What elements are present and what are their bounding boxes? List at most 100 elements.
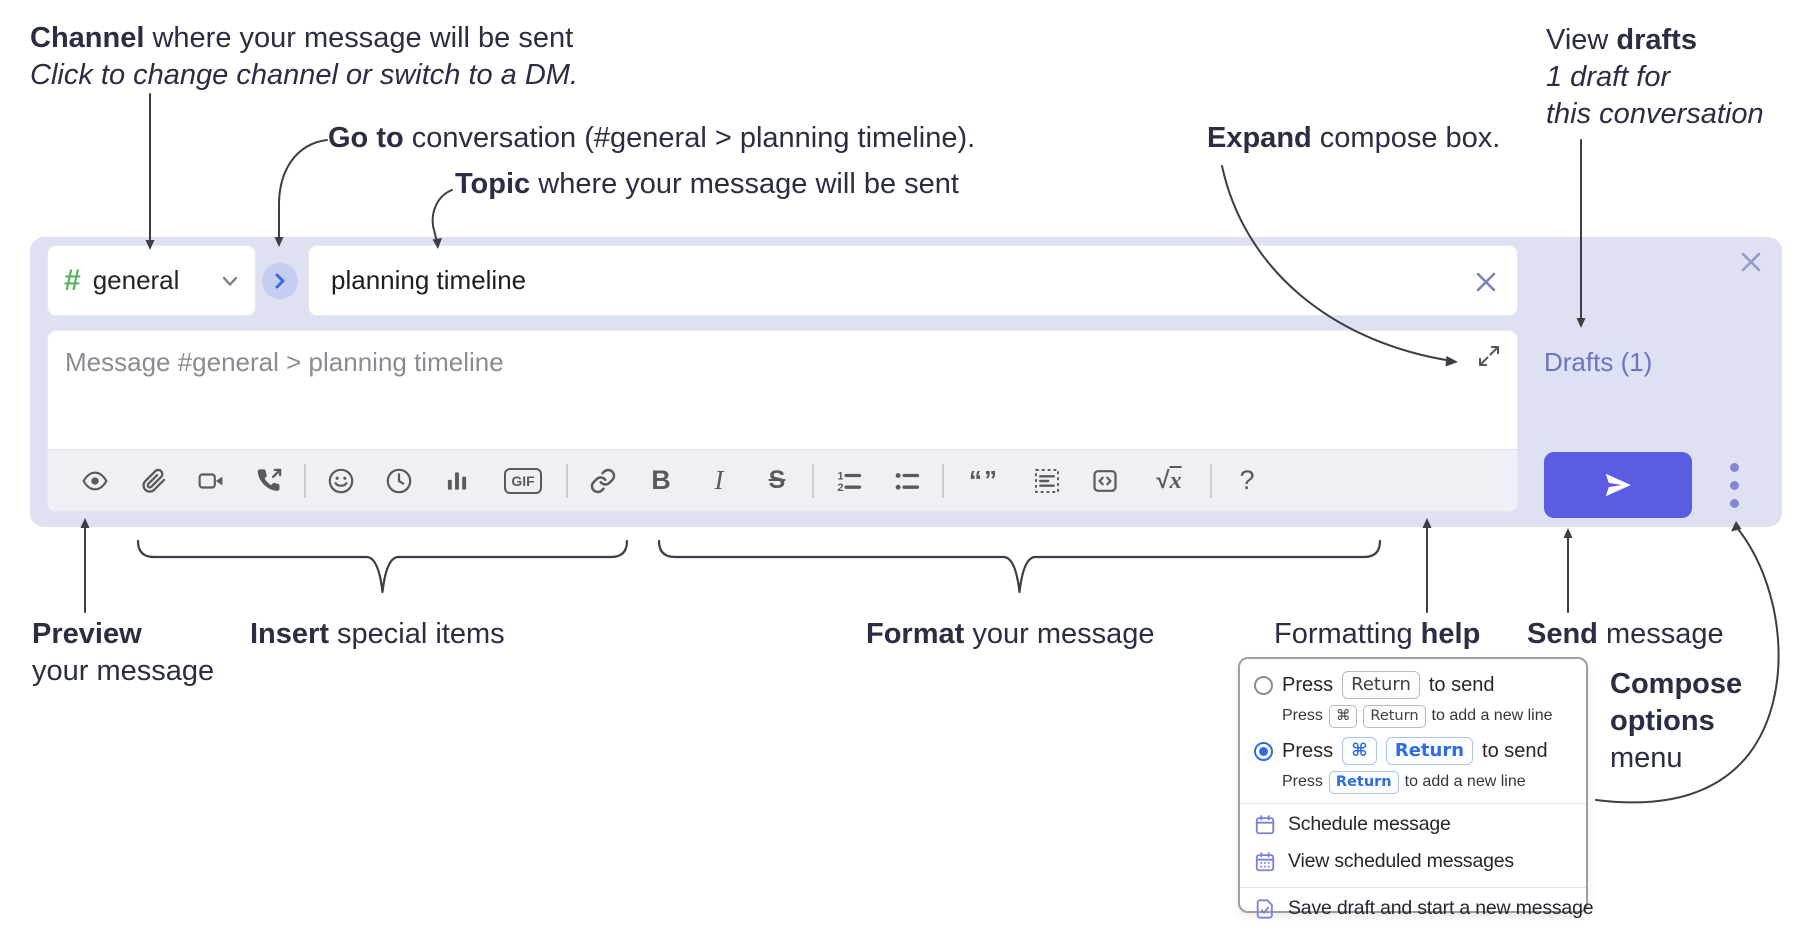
formatting-help-pre: Formatting bbox=[1274, 618, 1421, 650]
menu-item-label: View scheduled messages bbox=[1288, 850, 1514, 872]
option2-tail: to send bbox=[1482, 739, 1548, 762]
poll-button[interactable] bbox=[439, 459, 475, 503]
drafts-annotation-bold: drafts bbox=[1616, 24, 1697, 56]
cmd-keycap: ⌘ bbox=[1328, 704, 1358, 728]
radio-selected[interactable] bbox=[1254, 741, 1273, 761]
expand-annotation-bold: Expand bbox=[1207, 122, 1312, 154]
toolbar-divider bbox=[304, 463, 306, 498]
strikethrough-button[interactable]: S bbox=[759, 459, 795, 503]
toolbar-divider bbox=[812, 463, 814, 498]
goto-annotation-bold: Go to bbox=[328, 122, 404, 154]
channel-selector[interactable]: # general bbox=[47, 245, 256, 316]
message-input[interactable] bbox=[48, 331, 1517, 449]
drafts-annotation-pre: View bbox=[1546, 24, 1617, 56]
expand-icon bbox=[1479, 346, 1499, 366]
option-return-to-send[interactable]: Press Return to send bbox=[1254, 671, 1572, 699]
expand-annotation: Expand compose box. bbox=[1207, 120, 1500, 157]
topic-annotation-rest: where your message will be sent bbox=[530, 168, 959, 200]
compose-box: # general bbox=[30, 237, 1782, 527]
hash-icon: # bbox=[64, 263, 81, 297]
kebab-dot bbox=[1729, 462, 1739, 472]
eye-icon bbox=[82, 471, 108, 490]
preview-button[interactable] bbox=[77, 459, 113, 503]
bulleted-list-icon bbox=[895, 472, 920, 490]
topic-field-wrap bbox=[308, 245, 1518, 316]
bulleted-list-button[interactable] bbox=[889, 459, 925, 503]
menu-item-schedule-message[interactable]: Schedule message bbox=[1254, 808, 1572, 841]
drafts-annotation-line3: this conversation bbox=[1546, 98, 1764, 130]
emoji-button[interactable] bbox=[323, 459, 359, 503]
compose-options-annotation: Compose options menu bbox=[1610, 666, 1742, 777]
send-annotation: Send message bbox=[1527, 616, 1724, 653]
option-cmd-return-to-send[interactable]: Press ⌘ Return to send bbox=[1254, 737, 1572, 765]
italic-icon: I bbox=[714, 465, 724, 495]
compose-options-line1: Compose bbox=[1610, 668, 1743, 700]
return-keycap: Return bbox=[1363, 704, 1426, 728]
radio-unselected[interactable] bbox=[1254, 675, 1273, 695]
upload-button[interactable] bbox=[135, 459, 171, 503]
goto-annotation-rest: conversation (#general > planning timeli… bbox=[403, 122, 976, 154]
code-icon bbox=[1093, 469, 1117, 492]
italic-button[interactable]: I bbox=[701, 459, 737, 503]
menu-item-save-draft[interactable]: Save draft and start a new message bbox=[1254, 892, 1594, 925]
compose-options-popup: Press Return to send Press ⌘ Return to a… bbox=[1238, 657, 1594, 919]
calendar-icon bbox=[1255, 814, 1275, 834]
compose-toolbar: GIF B I S bbox=[48, 449, 1517, 511]
link-icon bbox=[590, 468, 616, 493]
variable-glyph: x bbox=[1169, 467, 1182, 494]
clock-icon bbox=[386, 468, 412, 493]
numbered-list-button[interactable]: 1 2 bbox=[831, 459, 867, 503]
toolbar-divider bbox=[566, 463, 568, 498]
bold-button[interactable]: B bbox=[643, 459, 679, 503]
option1-press: Press bbox=[1282, 673, 1334, 696]
popup-divider bbox=[1240, 887, 1586, 888]
kebab-dot bbox=[1729, 498, 1739, 508]
voice-call-button[interactable] bbox=[251, 459, 287, 503]
insert-annotation-bold: Insert bbox=[250, 618, 329, 650]
gif-button[interactable]: GIF bbox=[497, 459, 549, 503]
send-button[interactable] bbox=[1544, 452, 1692, 518]
quote-button[interactable]: “” bbox=[961, 459, 1007, 503]
channel-annotation-bold: Channel bbox=[30, 22, 145, 54]
channel-annotation-rest: where your message will be sent bbox=[144, 22, 574, 54]
svg-text:1: 1 bbox=[837, 470, 843, 482]
time-button[interactable] bbox=[381, 459, 417, 503]
compose-options-kebab-button[interactable] bbox=[1719, 456, 1749, 514]
ordered-list-icon: 1 2 bbox=[837, 470, 862, 493]
link-button[interactable] bbox=[585, 459, 621, 503]
menu-item-view-scheduled[interactable]: View scheduled messages bbox=[1254, 845, 1572, 878]
video-call-button[interactable] bbox=[193, 459, 229, 503]
topic-annotation-bold: Topic bbox=[455, 168, 531, 200]
topic-clear-button[interactable] bbox=[1473, 269, 1499, 295]
paperclip-icon bbox=[142, 468, 166, 493]
close-icon bbox=[1741, 252, 1761, 272]
chevron-down-icon bbox=[222, 276, 238, 286]
drafts-link[interactable]: Drafts (1) bbox=[1544, 347, 1653, 377]
drafts-annotation-line2: 1 draft for bbox=[1546, 61, 1671, 93]
question-mark-icon: ? bbox=[1239, 465, 1255, 495]
topic-input[interactable] bbox=[309, 246, 1517, 315]
format-annotation-rest: your message bbox=[964, 618, 1155, 650]
toolbar-divider bbox=[942, 463, 944, 498]
expand-compose-button[interactable] bbox=[1477, 344, 1501, 368]
format-annotation: Format your message bbox=[866, 616, 1155, 653]
compose-close-button[interactable] bbox=[1736, 248, 1766, 278]
chevron-right-icon bbox=[275, 273, 285, 289]
math-button[interactable]: √x bbox=[1145, 459, 1193, 503]
send-annotation-rest: message bbox=[1597, 618, 1724, 650]
code-button[interactable] bbox=[1087, 459, 1123, 503]
spoiler-block-icon bbox=[1035, 468, 1059, 493]
formula-icon: √x bbox=[1156, 467, 1181, 495]
option1-tail: to send bbox=[1428, 673, 1495, 696]
bar-chart-icon bbox=[447, 471, 467, 490]
phone-outgoing-icon bbox=[257, 468, 282, 491]
goto-conversation-button[interactable] bbox=[262, 263, 298, 299]
formatting-help-annotation: Formatting help bbox=[1274, 616, 1480, 653]
spoiler-button[interactable] bbox=[1029, 459, 1065, 503]
goto-annotation: Go to conversation (#general > planning … bbox=[328, 120, 975, 157]
drafts-annotation: View drafts 1 draft for this conversatio… bbox=[1546, 22, 1764, 133]
formatting-help-bold: help bbox=[1420, 618, 1481, 650]
topic-annotation: Topic where your message will be sent bbox=[455, 166, 959, 203]
help-button[interactable]: ? bbox=[1229, 459, 1265, 503]
